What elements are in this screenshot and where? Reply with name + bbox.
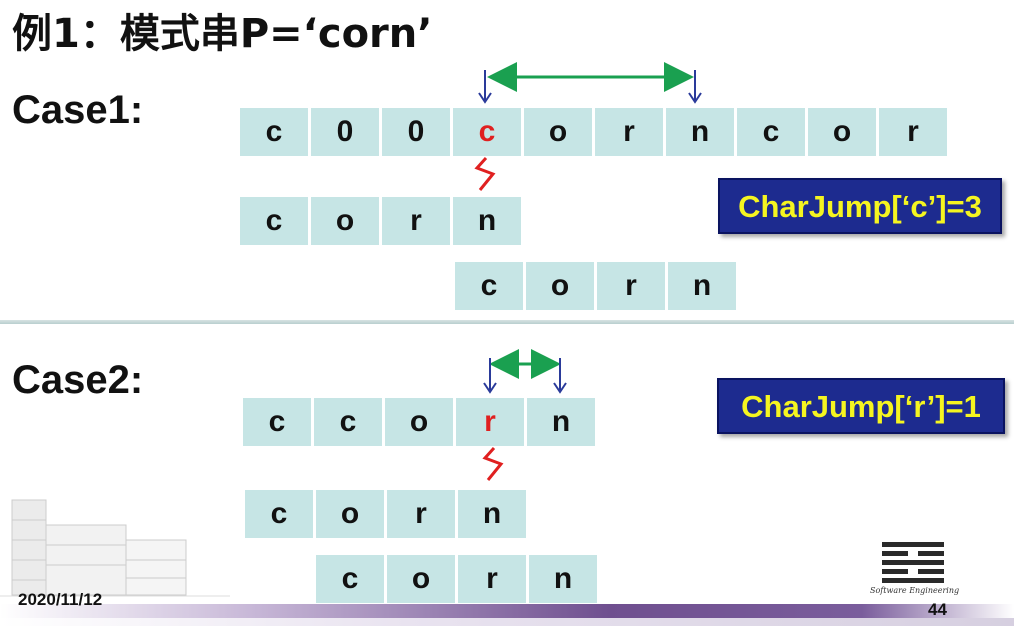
case2-charjump-box: CharJump[‘r’]=1 bbox=[717, 378, 1005, 434]
case2-pattern-initial-cell: c bbox=[245, 490, 313, 538]
case2-pattern-shifted-cell: o bbox=[387, 555, 455, 603]
case2-mismatch-zigzag bbox=[482, 446, 504, 481]
section-divider bbox=[0, 320, 1014, 324]
case1-text-cell: r bbox=[879, 108, 947, 156]
case1-label: Case1: bbox=[12, 88, 144, 132]
case1-text-cell: 0 bbox=[382, 108, 450, 156]
case1-pattern-initial-cell: o bbox=[311, 197, 379, 245]
logo-caption: Software Engineering bbox=[870, 586, 960, 595]
case2-pattern-shifted-cell: r bbox=[458, 555, 526, 603]
case1-pattern-shifted-cell: c bbox=[455, 262, 523, 310]
case1-pattern-shifted-cell: r bbox=[597, 262, 665, 310]
case2-pattern-shifted-cell: n bbox=[529, 555, 597, 603]
case1-text-cell: c bbox=[737, 108, 805, 156]
case1-text-cell: n bbox=[666, 108, 734, 156]
case2-text-cell: n bbox=[527, 398, 595, 446]
case1-text-cell: 0 bbox=[311, 108, 379, 156]
slide-date: 2020/11/12 bbox=[18, 590, 103, 609]
case1-text-cell: r bbox=[595, 108, 663, 156]
case2-pattern-initial-cell: o bbox=[316, 490, 384, 538]
case2-pattern-shifted-cell: c bbox=[316, 555, 384, 603]
case1-text-cell: c bbox=[453, 108, 521, 156]
case2-text-cell: c bbox=[243, 398, 311, 446]
case2-text-cell: r bbox=[456, 398, 524, 446]
footer-bar-light bbox=[0, 618, 1014, 626]
case1-text-cell: o bbox=[808, 108, 876, 156]
page-number: 44 bbox=[928, 600, 947, 619]
case1-pattern-shifted-cell: n bbox=[668, 262, 736, 310]
case2-shift-arrow bbox=[483, 349, 567, 394]
slide-title: 例1：模式串P=‘corn’ bbox=[12, 11, 433, 57]
case2-label: Case2: bbox=[12, 358, 144, 402]
case1-charjump-box: CharJump[‘c’]=3 bbox=[718, 178, 1002, 234]
case1-text-cell: c bbox=[240, 108, 308, 156]
case1-pattern-initial-cell: c bbox=[240, 197, 308, 245]
case1-mismatch-zigzag bbox=[474, 156, 496, 191]
footer-bar bbox=[0, 604, 1014, 618]
case1-pattern-initial-cell: n bbox=[453, 197, 521, 245]
case2-pattern-initial-cell: r bbox=[387, 490, 455, 538]
case2-text-cell: o bbox=[385, 398, 453, 446]
case1-pattern-initial-cell: r bbox=[382, 197, 450, 245]
case1-pattern-shifted-cell: o bbox=[526, 262, 594, 310]
case2-pattern-initial-cell: n bbox=[458, 490, 526, 538]
case1-shift-arrow bbox=[478, 62, 702, 104]
case1-text-cell: o bbox=[524, 108, 592, 156]
campus-building-image bbox=[0, 499, 230, 597]
case2-text-cell: c bbox=[314, 398, 382, 446]
software-engineering-logo-icon bbox=[882, 542, 944, 583]
